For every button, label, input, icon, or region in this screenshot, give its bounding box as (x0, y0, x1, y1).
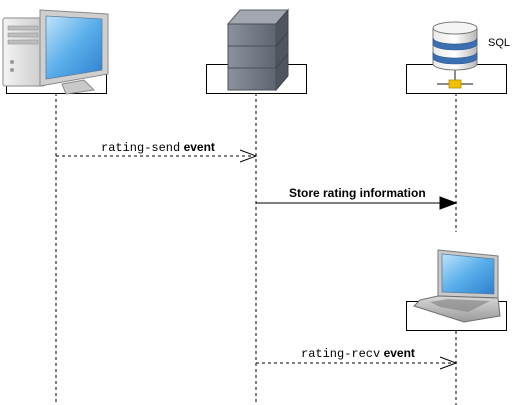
message-rating-recv-label: rating-recv event (301, 346, 415, 361)
server-rack-icon (226, 8, 290, 92)
database-icon (432, 21, 478, 89)
message-rating-send-label: rating-send event (101, 140, 215, 155)
filled-arrowhead-icon (439, 196, 458, 210)
database-label: SQL (488, 37, 510, 49)
message-rating-send: rating-send event (56, 140, 258, 163)
message-store-rating-label: Store rating information (289, 186, 426, 200)
message-store-rating: Store rating information (256, 186, 458, 210)
laptop-icon (413, 249, 501, 323)
open-arrowhead-icon (439, 356, 458, 370)
message-rating-recv: rating-recv event (256, 346, 458, 370)
lifelines (55, 93, 457, 405)
open-arrowhead-icon (239, 149, 258, 163)
desktop-computer-icon (2, 9, 109, 95)
